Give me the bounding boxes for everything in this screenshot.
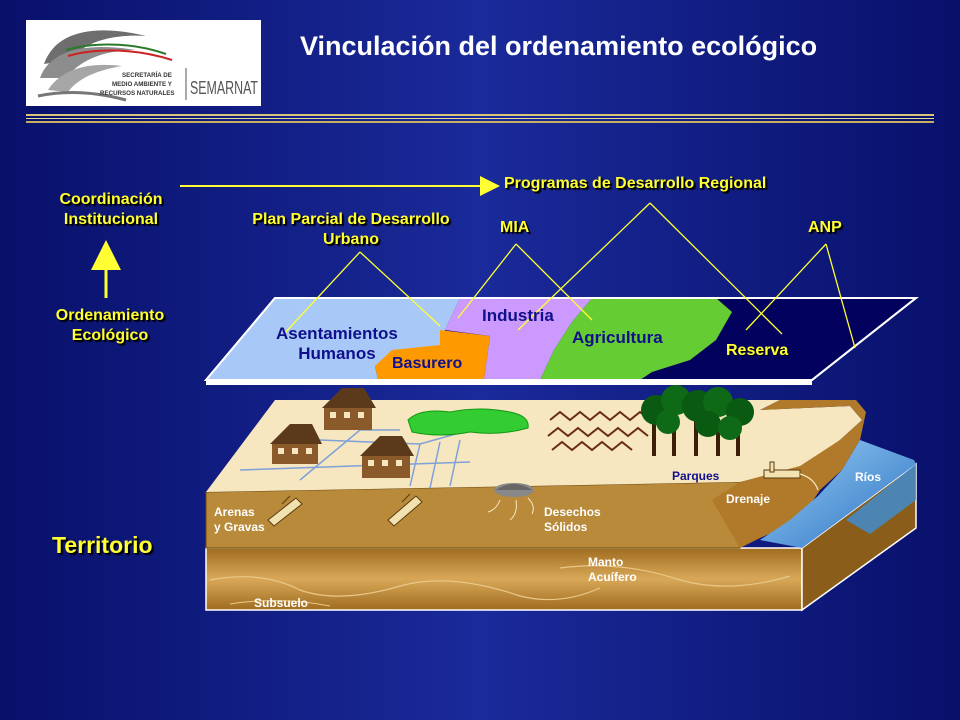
forest	[641, 385, 754, 456]
label-plan-parcial: Plan Parcial de Desarrollo Urbano	[226, 210, 476, 250]
label-coordinacion-line2: Institucional	[63, 211, 159, 228]
semarnat-logo: SECRETARÍA DE MEDIO AMBIENTE Y RECURSOS …	[26, 20, 261, 106]
label-ordenamiento-line2: Ecológico	[71, 327, 149, 344]
terrain-label-parques: Parques	[672, 469, 720, 483]
terrain-label-arenas: Arenas y Gravas	[214, 505, 265, 535]
terrain-arenas-line1: Arenas	[214, 505, 255, 519]
terrain-label-manto-acuifero: Manto Acuífero	[588, 555, 637, 585]
terrain-arenas-line2: y Gravas	[214, 520, 265, 534]
well-pipe-icon	[267, 493, 423, 527]
logo-org-line1: SECRETARÍA DE	[122, 71, 172, 79]
label-plan-line2: Urbano	[323, 231, 379, 248]
zone-agricultura	[540, 298, 732, 380]
label-coordinacion-line1: Coordinación	[59, 191, 163, 208]
label-territorio: Territorio	[52, 532, 153, 558]
terrain-label-subsuelo: Subsuelo	[254, 596, 309, 610]
land-use-map	[203, 297, 919, 385]
zone-label-agricultura: Agricultura	[572, 328, 663, 347]
logo-brand: SEMARNAT	[190, 78, 258, 98]
zone-asentamientos-line1: Asentamientos	[276, 324, 398, 343]
slide-title: Vinculación del ordenamiento ecológico	[300, 31, 818, 61]
terrain-manto-line2: Acuífero	[588, 570, 637, 584]
header-rule-mid	[26, 118, 934, 119]
label-coordinacion-institucional: Coordinación Institucional	[44, 190, 178, 230]
label-plan-line1: Plan Parcial de Desarrollo	[252, 211, 450, 228]
logo-org-line3: RECURSOS NATURALES	[100, 90, 174, 97]
eagle-emblem-icon: SECRETARÍA DE MEDIO AMBIENTE Y RECURSOS …	[37, 30, 258, 102]
park-green-area	[407, 408, 529, 436]
terrain-label-desechos: Desechos Sólidos	[544, 505, 601, 535]
terrain-desechos-line2: Sólidos	[544, 520, 588, 534]
terrain-manto-line1: Manto	[588, 555, 624, 569]
zone-basurero	[375, 330, 490, 380]
zone-asentamientos-line2: Humanos	[298, 344, 376, 363]
waste-mound-icon	[487, 483, 534, 521]
header-rule-bottom	[26, 121, 934, 123]
drain-pipe-icon	[763, 461, 819, 491]
zone-label-industria: Industria	[482, 306, 554, 325]
label-ordenamiento-ecologico: Ordenamiento Ecológico	[40, 306, 180, 346]
logo-org-line2: MEDIO AMBIENTE Y	[112, 81, 173, 88]
terrain-desechos-line1: Desechos	[544, 505, 601, 519]
label-anp: ANP	[808, 219, 842, 236]
label-ordenamiento-line1: Ordenamiento	[55, 307, 165, 324]
territory-block	[205, 385, 917, 612]
zone-label-basurero: Basurero	[392, 355, 463, 372]
connector-lines	[281, 202, 856, 349]
crop-field	[547, 410, 651, 452]
header-rule-top	[26, 114, 934, 116]
terrain-label-rios: Ríos	[855, 470, 882, 484]
river	[760, 440, 916, 548]
zone-label-reserva: Reserva	[726, 342, 789, 359]
label-programas-desarrollo-regional: Programas de Desarrollo Regional	[504, 175, 767, 192]
house-icon	[270, 424, 322, 464]
terrain-label-drenaje: Drenaje	[726, 492, 771, 506]
zone-label-asentamientos: Asentamientos Humanos	[276, 324, 398, 364]
label-mia: MIA	[500, 219, 530, 236]
zone-industria	[445, 298, 592, 380]
house-icon	[322, 388, 376, 430]
house-icon	[360, 436, 414, 478]
